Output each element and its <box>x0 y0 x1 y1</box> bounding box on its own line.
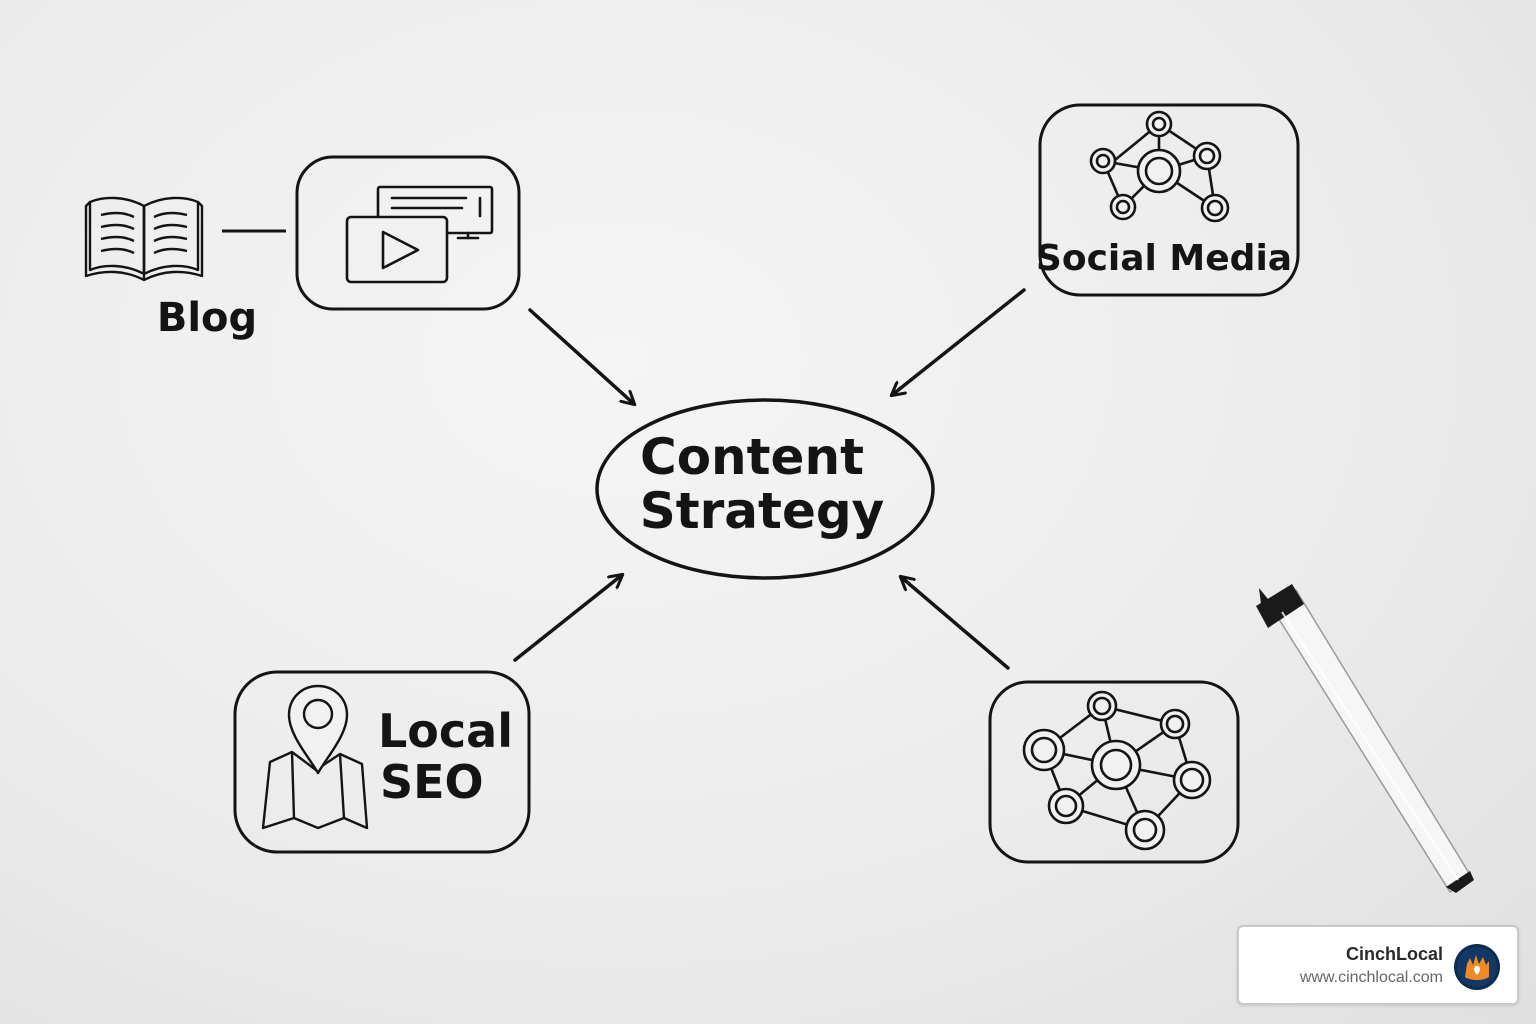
center-node: Content Strategy <box>595 398 935 580</box>
arrow-network-to-center <box>901 577 1010 670</box>
marker-pen <box>1256 584 1474 893</box>
brand-url[interactable]: www.cinchlocal.com <box>1299 969 1443 986</box>
local-seo-label-line1: Local <box>378 704 513 758</box>
arrow-seo-to-center <box>513 575 622 662</box>
network-icon <box>1022 690 1212 851</box>
video-player-icon <box>345 185 494 284</box>
map-pin-icon <box>261 684 369 830</box>
blog-node: Blog <box>84 196 286 341</box>
brand-card: CinchLocal www.cinchlocal.com <box>1237 925 1519 1005</box>
cinchlocal-logo-icon <box>1454 944 1500 990</box>
center-label-line1: Content <box>640 428 864 486</box>
local-seo-node: Local SEO <box>233 670 531 854</box>
arrows <box>513 288 1026 670</box>
arrow-video-to-center <box>528 308 634 404</box>
arrow-social-to-center <box>892 288 1026 395</box>
center-label-line2: Strategy <box>640 482 885 540</box>
blog-label: Blog <box>157 295 257 341</box>
network-node <box>988 680 1240 864</box>
open-book-icon <box>84 196 204 282</box>
network-icon <box>1089 110 1230 223</box>
social-media-node: Social Media <box>1036 103 1300 297</box>
social-media-label: Social Media <box>1036 238 1292 279</box>
video-node <box>295 155 521 311</box>
local-seo-label-line2: SEO <box>380 755 484 809</box>
brand-name: CinchLocal <box>1345 944 1443 964</box>
